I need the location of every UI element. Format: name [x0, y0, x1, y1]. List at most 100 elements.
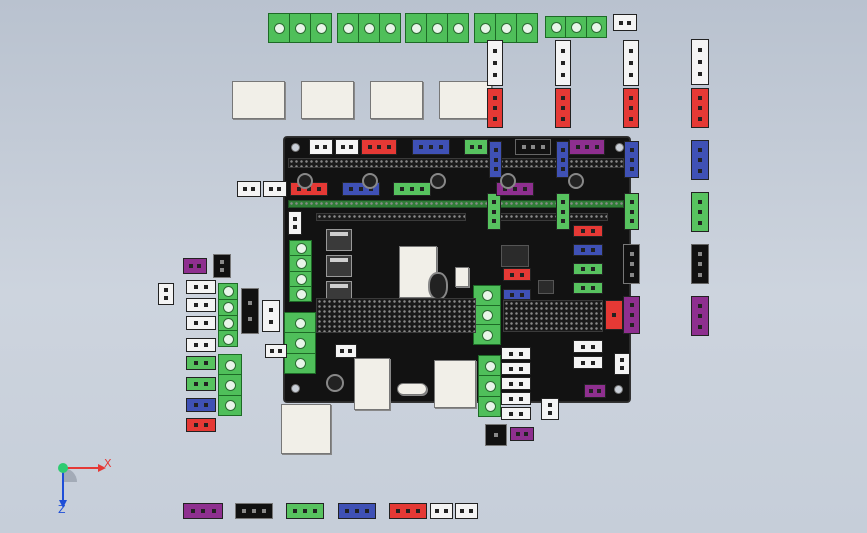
- board-stack-red-v[interactable]: [605, 300, 623, 330]
- connector-white-far-left[interactable]: [158, 283, 174, 305]
- connector-red-v1[interactable]: [487, 88, 503, 128]
- connector-purple-bottom-mid[interactable]: [510, 427, 534, 441]
- connector-red-v2[interactable]: [555, 88, 571, 128]
- bottom-connector-purple[interactable]: [183, 503, 223, 519]
- left-green-stack-2[interactable]: [186, 377, 216, 391]
- board-connector-blue-v-1[interactable]: [489, 141, 502, 178]
- bottom-connector-blue[interactable]: [338, 503, 376, 519]
- mount-hole-bl: [291, 384, 300, 393]
- board-white-stack-6[interactable]: [573, 340, 603, 353]
- board-stack-red[interactable]: [573, 225, 603, 237]
- connector-purple-right[interactable]: [691, 296, 709, 336]
- left-blue-stack[interactable]: [186, 398, 216, 412]
- board-terminal-left[interactable]: [289, 240, 312, 302]
- left-terminal-1[interactable]: [218, 283, 238, 347]
- board-connector-green-v-3[interactable]: [556, 193, 570, 230]
- stepper-driver-2[interactable]: [301, 81, 354, 119]
- board-purple-low[interactable]: [584, 384, 606, 398]
- bulk-capacitor: [428, 272, 448, 300]
- board-terminal-lower[interactable]: [478, 355, 501, 417]
- board-connector-black-top[interactable]: [515, 139, 551, 155]
- left-green-stack-1[interactable]: [186, 356, 216, 370]
- terminal-block-top-5[interactable]: [545, 16, 607, 38]
- connector-white-top[interactable]: [613, 14, 637, 31]
- board-connector-green-mid[interactable]: [393, 182, 431, 196]
- left-white-stack-1[interactable]: [186, 280, 216, 294]
- board-connector-red-center[interactable]: [503, 268, 531, 281]
- board-connector-purple-v[interactable]: [623, 296, 640, 334]
- connector-white-right-1[interactable]: [691, 39, 709, 85]
- board-stack-green-1[interactable]: [573, 263, 603, 275]
- board-connector-black-v[interactable]: [623, 244, 640, 284]
- axis-z-label: Z: [58, 503, 66, 516]
- axis-triad-icon: X Z: [48, 452, 118, 518]
- board-white-stack-1[interactable]: [501, 347, 531, 360]
- connector-green-right[interactable]: [691, 192, 709, 232]
- connector-white-left-1[interactable]: [237, 181, 261, 197]
- bottom-connector-black[interactable]: [235, 503, 273, 519]
- connector-white-v2[interactable]: [555, 40, 571, 86]
- stepper-driver-3[interactable]: [370, 81, 423, 119]
- board-connector-purple-top[interactable]: [569, 139, 605, 155]
- left-white-stack-3[interactable]: [186, 316, 216, 330]
- board-stack-green-2[interactable]: [573, 282, 603, 294]
- capacitor-4: [500, 173, 516, 189]
- usb-connector: [354, 358, 390, 410]
- connector-white-left-2[interactable]: [263, 181, 287, 197]
- board-connector-green-top[interactable]: [464, 139, 488, 155]
- board-connector-blue-center[interactable]: [503, 289, 531, 300]
- left-white-stack-2[interactable]: [186, 298, 216, 312]
- terminal-block-top-2[interactable]: [337, 13, 401, 43]
- board-stack-blue[interactable]: [573, 244, 603, 256]
- board-connector-blue-v-3[interactable]: [624, 141, 639, 178]
- stepper-driver-4[interactable]: [439, 81, 492, 119]
- left-red-stack[interactable]: [186, 418, 216, 432]
- connector-red-right[interactable]: [691, 88, 709, 128]
- board-white-stack-3[interactable]: [501, 377, 531, 390]
- board-connector-white-1[interactable]: [309, 139, 333, 155]
- board-white-stack-2[interactable]: [501, 362, 531, 375]
- connector-white-v3[interactable]: [623, 40, 639, 86]
- header-row-mid2: [488, 213, 608, 221]
- bottom-connector-red[interactable]: [389, 503, 427, 519]
- board-connector-white-2[interactable]: [335, 139, 359, 155]
- board-terminal-center[interactable]: [473, 285, 501, 345]
- connector-white-left-mid[interactable]: [262, 300, 280, 332]
- board-connector-green-v-2[interactable]: [487, 193, 501, 230]
- board-connector-green-v-1[interactable]: [624, 193, 639, 230]
- connector-purple-left[interactable]: [183, 258, 207, 274]
- board-connector-red-top[interactable]: [361, 139, 397, 155]
- connector-white-bottom-mid[interactable]: [541, 398, 559, 420]
- stepper-driver-1[interactable]: [232, 81, 285, 119]
- sd-card-slot: [434, 360, 476, 408]
- board-white-stack-4[interactable]: [501, 392, 531, 405]
- connector-white-left-low[interactable]: [265, 344, 287, 358]
- bottom-connector-green[interactable]: [286, 503, 324, 519]
- board-white-stack-7[interactable]: [573, 356, 603, 369]
- terminal-block-top-4[interactable]: [474, 13, 538, 43]
- connector-white-right-low[interactable]: [614, 353, 630, 375]
- board-connector-blue-v-2[interactable]: [556, 141, 569, 178]
- board-white-stack-5[interactable]: [501, 407, 531, 420]
- connector-white-bottom-left[interactable]: [335, 344, 357, 358]
- connector-red-v3[interactable]: [623, 88, 639, 128]
- connector-black-left-2[interactable]: [241, 288, 259, 334]
- usb-connector-exploded: [281, 404, 331, 454]
- connector-white-v1[interactable]: [487, 40, 503, 86]
- axis-x-label: X: [104, 457, 112, 470]
- bottom-connector-white-2[interactable]: [455, 503, 478, 519]
- board-terminal-left-2[interactable]: [284, 312, 316, 374]
- terminal-block-top-1[interactable]: [268, 13, 332, 43]
- mount-hole-tr: [615, 143, 624, 152]
- left-white-stack-4[interactable]: [186, 338, 216, 352]
- board-connector-blue-top[interactable]: [412, 139, 450, 155]
- connector-black-bottom-mid[interactable]: [485, 424, 507, 446]
- left-terminal-2[interactable]: [218, 354, 242, 416]
- bottom-connector-white-1[interactable]: [430, 503, 453, 519]
- connector-black-left[interactable]: [213, 254, 231, 278]
- connector-blue-right[interactable]: [691, 140, 709, 180]
- terminal-block-top-3[interactable]: [405, 13, 469, 43]
- connector-white-left-3[interactable]: [288, 211, 302, 235]
- connector-black-right[interactable]: [691, 244, 709, 284]
